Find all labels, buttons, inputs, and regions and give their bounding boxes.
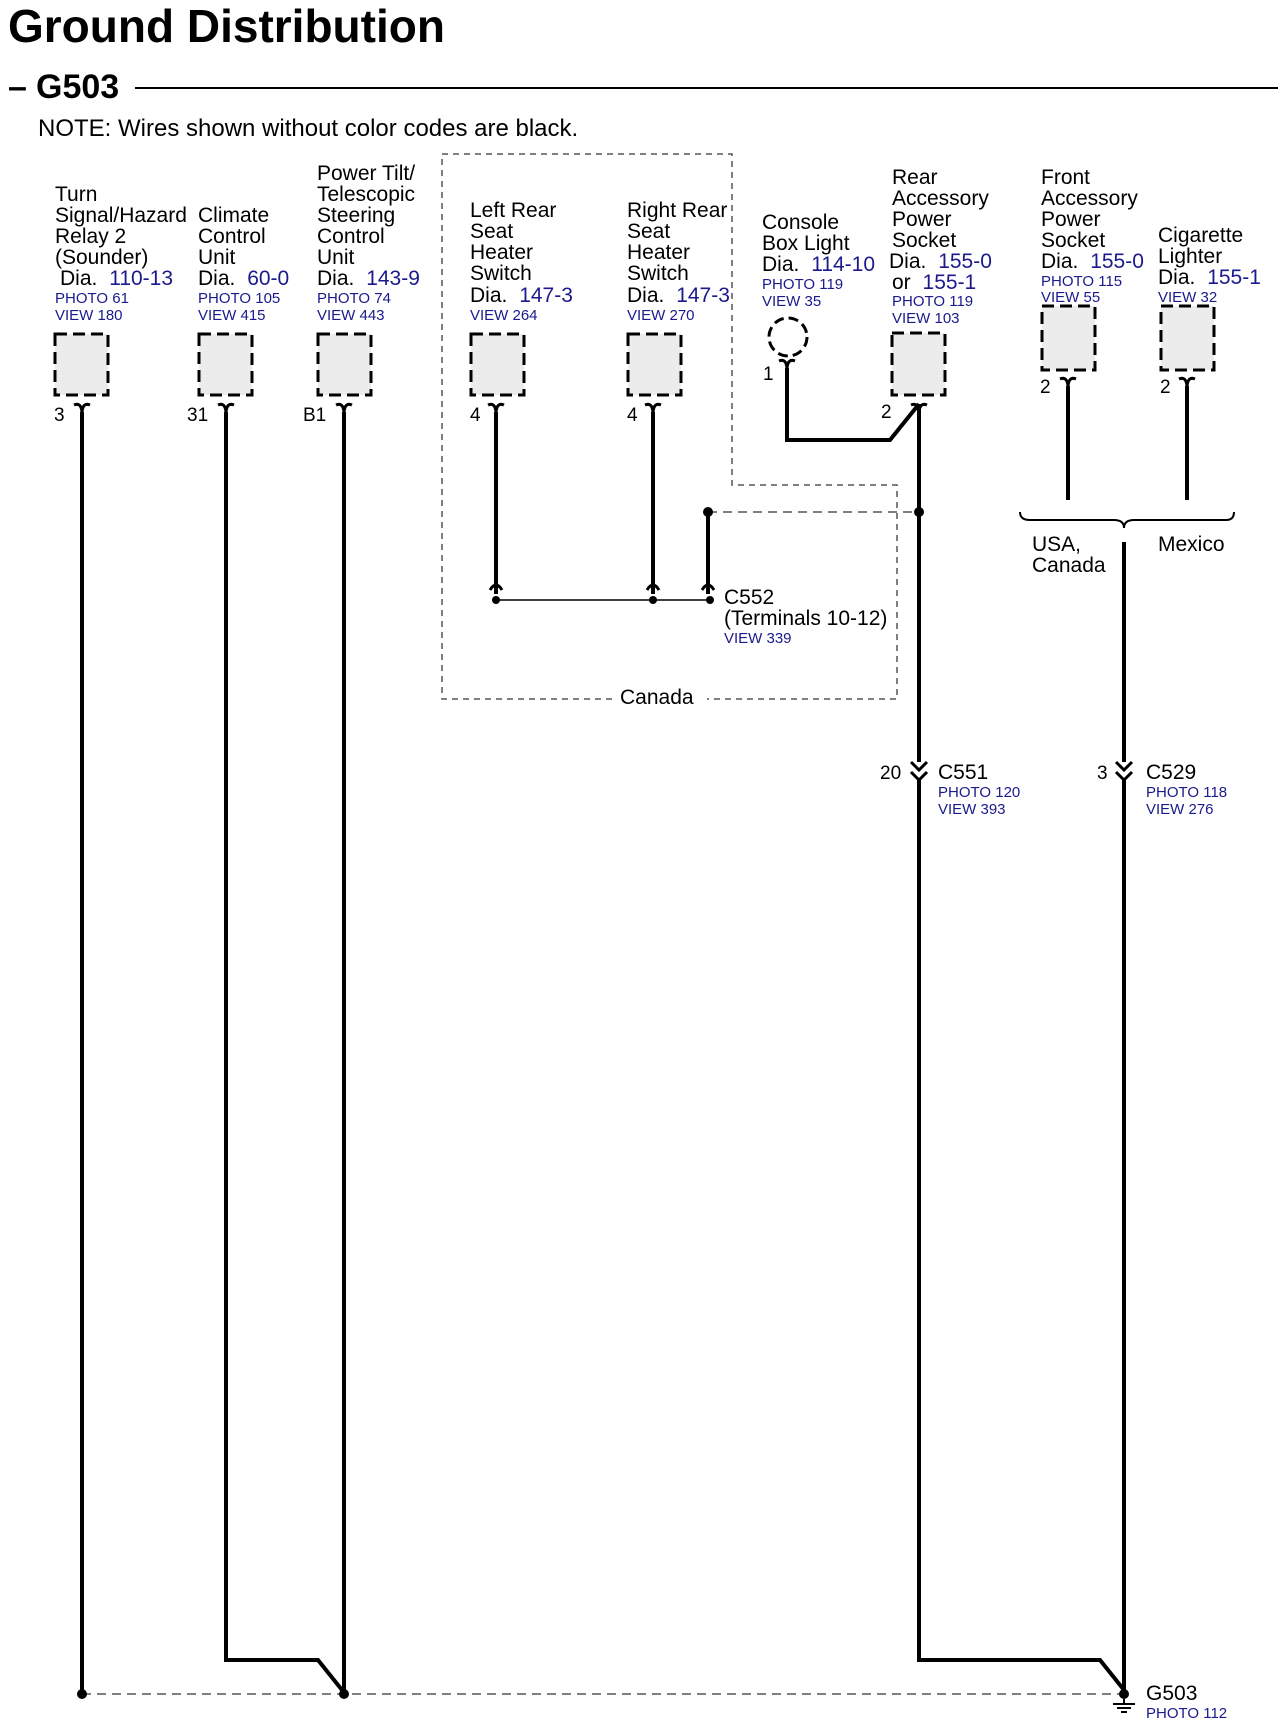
photo-view-links[interactable]: PHOTO 115 VIEW 55 — [1041, 273, 1126, 306]
dia-link[interactable]: 147-3 — [676, 284, 730, 307]
section-title: G503 — [36, 68, 119, 106]
pin-number: 4 — [627, 405, 638, 426]
component-name: Left Rear Seat Heater Switch — [470, 199, 562, 285]
photo-view-links[interactable]: VIEW 264 — [470, 307, 538, 324]
g503-photo-link[interactable]: PHOTO 112 — [1146, 1705, 1227, 1722]
dia-reference: Dia. 147-3 — [470, 284, 573, 307]
dia-reference: Dia. 60-0 — [198, 267, 289, 290]
splice-dot — [703, 507, 713, 517]
dia-reference: Dia. 155-0 — [889, 250, 992, 273]
c552-label: C552 (Terminals 10-12) — [724, 586, 887, 630]
dia-alt-reference: or 155-1 — [892, 271, 976, 294]
ground-wires — [80, 368, 1189, 1692]
dia-link[interactable]: 147-3 — [519, 284, 573, 307]
section-dash: – — [8, 68, 27, 106]
dia-reference: Dia. 155-1 — [1158, 266, 1261, 289]
connector-box — [626, 332, 683, 397]
option-label-mexico: Mexico — [1158, 533, 1225, 556]
photo-view-links[interactable]: PHOTO 119 VIEW 35 — [762, 276, 847, 310]
dia-link[interactable]: 143-9 — [366, 267, 420, 290]
option-label-usa-canada: USA, Canada — [1032, 533, 1106, 577]
turn-signal-relay-component: Turn Signal/Hazard Relay 2 (Sounder) Dia… — [53, 183, 193, 426]
dia-reference: Dia. 155-0 — [1041, 250, 1144, 273]
component-name: Front Accessory Power Socket — [1041, 166, 1144, 252]
c529-links[interactable]: PHOTO 118 VIEW 276 — [1146, 784, 1231, 818]
c551-links[interactable]: PHOTO 120 VIEW 393 — [938, 784, 1024, 818]
pin-number: 2 — [881, 402, 892, 423]
ground-symbol-icon — [1113, 1699, 1135, 1713]
inline-connector-symbols — [909, 760, 1134, 783]
connector-box — [53, 332, 110, 397]
pin-number: 3 — [54, 405, 65, 426]
connector-box — [469, 332, 526, 397]
component-name: Turn Signal/Hazard Relay 2 (Sounder) — [55, 183, 193, 269]
c552-view-link[interactable]: VIEW 339 — [724, 630, 792, 647]
dia-reference: Dia. 114-10 — [762, 253, 875, 276]
c551-pin: 20 — [880, 763, 901, 784]
photo-view-links[interactable]: PHOTO 61 VIEW 180 — [55, 290, 133, 324]
note-text: NOTE: Wires shown without color codes ar… — [38, 115, 578, 142]
component-name: Console Box Light — [762, 211, 850, 255]
canada-label: Canada — [620, 686, 694, 709]
c552-terminals — [488, 583, 716, 591]
left-rear-seat-heater-switch-component: Left Rear Seat Heater Switch Dia. 147-3 … — [469, 199, 573, 426]
pin-number: 2 — [1040, 377, 1051, 398]
page-title: Ground Distribution — [8, 0, 445, 52]
c529-pin: 3 — [1097, 763, 1108, 784]
pin-number: 4 — [470, 405, 481, 426]
wire-climate — [224, 412, 344, 1692]
connector-box — [1040, 304, 1097, 372]
dia-link[interactable]: 155-1 — [1207, 266, 1261, 289]
splice-dot — [1119, 1689, 1129, 1699]
pin-number: B1 — [303, 405, 326, 426]
splice-dot — [914, 507, 924, 517]
connector-box — [197, 332, 254, 397]
dia-reference: Dia. 143-9 — [317, 267, 420, 290]
canada-option-boundary — [441, 153, 898, 700]
dia-reference: Dia. 110-13 — [60, 267, 173, 290]
climate-control-unit-component: Climate Control Unit Dia. 60-0 PHOTO 105… — [187, 204, 289, 426]
connector-box — [1159, 304, 1216, 372]
g503-label: G503 — [1146, 1682, 1197, 1705]
dia-link[interactable]: 155-0 — [938, 250, 992, 273]
dia-link[interactable]: 110-13 — [109, 267, 173, 290]
dia-reference: Dia. 147-3 — [627, 284, 730, 307]
photo-view-links[interactable]: PHOTO 119 VIEW 103 — [892, 293, 977, 327]
dia-link[interactable]: 155-0 — [1090, 250, 1144, 273]
front-accessory-power-socket-component: Front Accessory Power Socket Dia. 155-0 … — [1040, 166, 1144, 398]
console-box-light-component: Console Box Light Dia. 114-10 PHOTO 119 … — [762, 211, 875, 385]
pin-number: 1 — [763, 364, 774, 385]
photo-view-links[interactable]: VIEW 270 — [627, 307, 695, 324]
photo-view-links[interactable]: VIEW 32 — [1158, 289, 1217, 306]
dia-alt-link[interactable]: 155-1 — [923, 271, 977, 294]
dia-link[interactable]: 60-0 — [247, 267, 289, 290]
splice-dot — [339, 1689, 349, 1699]
component-name: Rear Accessory Power Socket — [892, 166, 995, 252]
component-name: Climate Control Unit — [198, 204, 275, 269]
splice-dot — [77, 1689, 87, 1699]
component-name: Right Rear Seat Heater Switch — [627, 199, 733, 285]
pin-number: 31 — [187, 405, 208, 426]
pin-number: 2 — [1160, 377, 1171, 398]
c529-label: C529 — [1146, 761, 1196, 784]
dia-link[interactable]: 114-10 — [811, 253, 875, 276]
right-rear-seat-heater-switch-component: Right Rear Seat Heater Switch Dia. 147-3… — [626, 199, 733, 426]
light-bulb-icon — [767, 316, 809, 358]
photo-view-links[interactable]: PHOTO 105 VIEW 415 — [198, 290, 284, 324]
c551-label: C551 — [938, 761, 988, 784]
option-brace — [1019, 511, 1235, 529]
connector-box — [890, 331, 947, 397]
component-name: Power Tilt/ Telescopic Steering Control … — [317, 162, 421, 269]
wire-console-light — [785, 368, 921, 442]
rear-accessory-power-socket-component: Rear Accessory Power Socket Dia. 155-0 o… — [881, 166, 995, 423]
photo-view-links[interactable]: PHOTO 74 VIEW 443 — [317, 290, 395, 324]
power-tilt-steering-unit-component: Power Tilt/ Telescopic Steering Control … — [303, 162, 421, 426]
c552-splice-dots — [492, 596, 714, 604]
connector-box — [316, 332, 373, 397]
component-name: Cigarette Lighter — [1158, 224, 1249, 268]
cigarette-lighter-component: Cigarette Lighter Dia. 155-1 VIEW 32 2 — [1158, 224, 1261, 398]
wire-c551-to-ground — [917, 778, 1126, 1692]
